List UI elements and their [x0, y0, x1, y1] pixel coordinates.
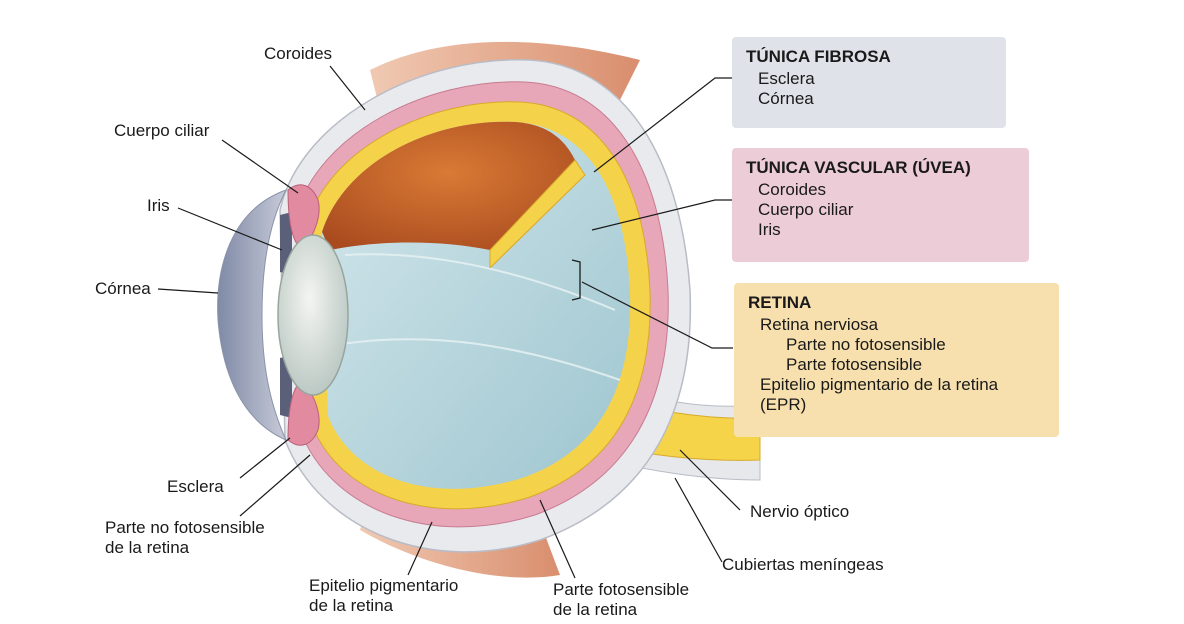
label-parte-no-fotosensible-line2: de la retina	[105, 538, 190, 557]
label-parte-no-fotosensible: Parte no fotosensible de la retina	[105, 518, 265, 558]
box-vascular-item: Cuerpo ciliar	[758, 200, 854, 219]
box-retina-item: Retina nerviosa	[760, 315, 879, 334]
box-retina-item: (EPR)	[760, 395, 807, 414]
label-parte-fotosensible-line1: Parte fotosensible	[553, 580, 690, 599]
box-retina-title: RETINA	[748, 293, 812, 312]
box-retina-subitem: Parte no fotosensible	[786, 335, 946, 354]
label-parte-fotosensible-line2: de la retina	[553, 600, 638, 619]
label-coroides: Coroides	[264, 44, 333, 63]
label-esclera: Esclera	[167, 477, 224, 496]
label-parte-no-fotosensible-line1: Parte no fotosensible	[105, 518, 265, 537]
label-epitelio-line1: Epitelio pigmentario	[309, 576, 459, 595]
label-cubiertas-meningeas: Cubiertas meníngeas	[722, 555, 884, 574]
label-cornea: Córnea	[95, 279, 151, 298]
box-fibrosa-item: Esclera	[758, 69, 815, 88]
label-nervio-optico: Nervio óptico	[750, 502, 850, 521]
lens	[277, 234, 349, 396]
label-parte-fotosensible: Parte fotosensible de la retina	[553, 580, 689, 620]
ciliary-body	[287, 184, 320, 249]
label-cuerpo-ciliar: Cuerpo ciliar	[114, 121, 210, 140]
box-tunica-vascular: TÚNICA VASCULAR (ÚVEA) Coroides Cuerpo c…	[732, 148, 1029, 262]
box-retina-item: Epitelio pigmentario de la retina	[760, 375, 999, 394]
cutaway-chamber	[322, 121, 575, 251]
box-retina-subitem: Parte fotosensible	[786, 355, 923, 374]
box-fibrosa-title: TÚNICA FIBROSA	[746, 47, 891, 66]
label-epitelio-line2: de la retina	[309, 596, 394, 615]
leader-lines	[157, 65, 741, 579]
cornea	[217, 189, 288, 441]
box-fibrosa-item: Córnea	[758, 89, 814, 108]
label-epitelio-pigmentario: Epitelio pigmentario de la retina	[309, 576, 458, 616]
box-vascular-item: Iris	[758, 220, 781, 239]
box-tunica-fibrosa: TÚNICA FIBROSA Esclera Córnea	[732, 37, 1006, 128]
box-retina: RETINA Retina nerviosa Parte no fotosens…	[734, 283, 1059, 437]
box-vascular-title: TÚNICA VASCULAR (ÚVEA)	[746, 158, 971, 177]
box-vascular-item: Coroides	[758, 180, 827, 199]
label-iris: Iris	[147, 196, 170, 215]
